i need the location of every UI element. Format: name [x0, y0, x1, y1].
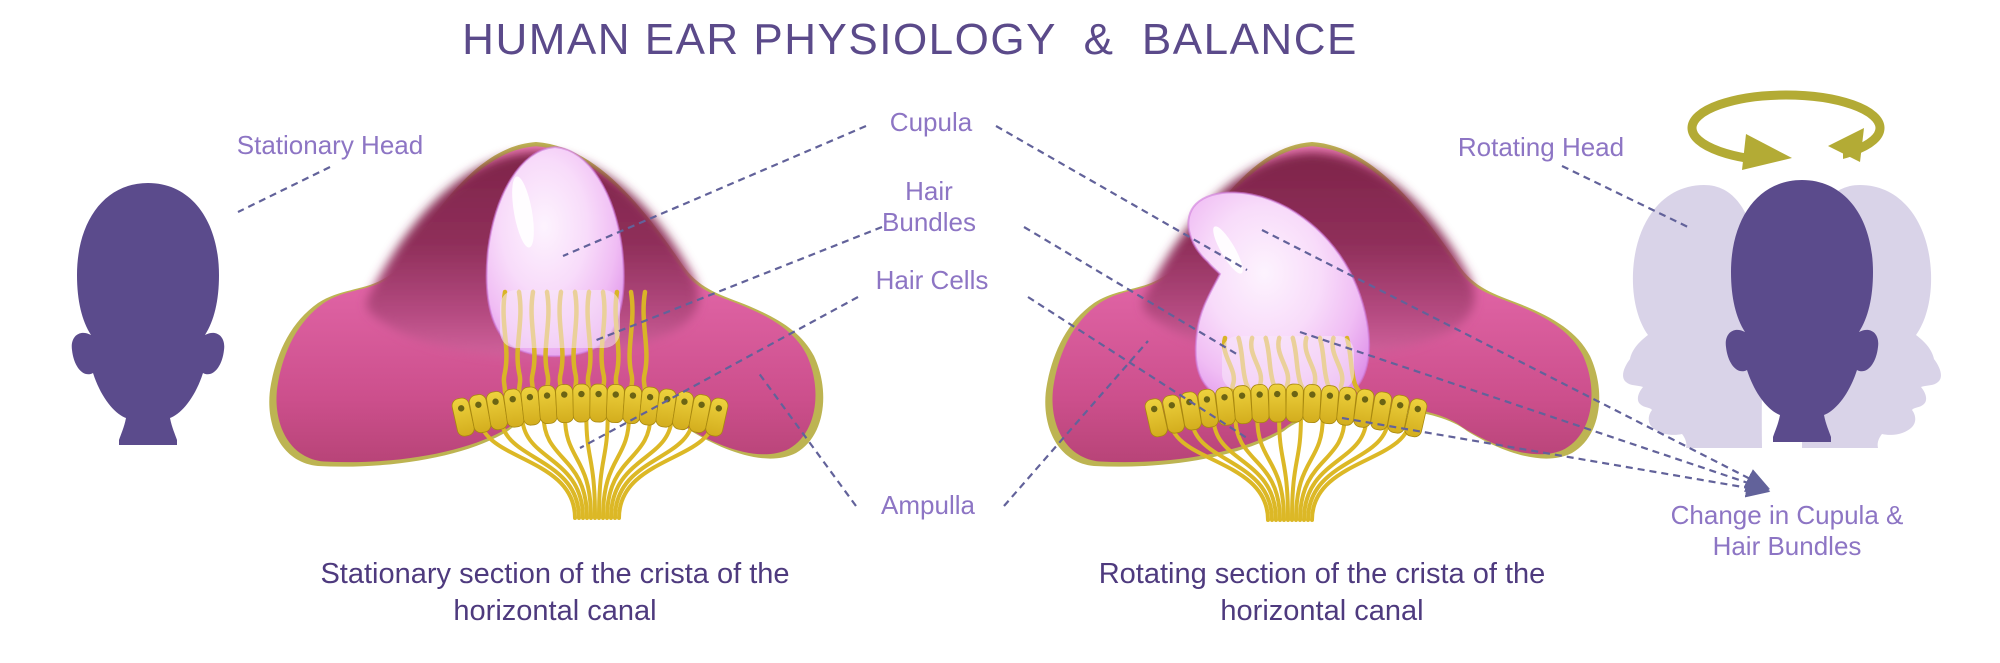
hair-cells-label: Hair Cells — [875, 265, 989, 295]
stationary-section-caption: Stationary section of the crista of the … — [320, 558, 790, 628]
stationary-head-silhouette — [71, 183, 225, 445]
stationary-head-label: Stationary Head — [236, 130, 424, 160]
ampulla-label: Ampulla — [881, 490, 975, 520]
leader-lines — [237, 124, 1771, 507]
rotating-head-label: Rotating Head — [1457, 132, 1625, 162]
hair-cells-shape — [451, 383, 729, 437]
rotation-arrow-icon — [1687, 90, 1885, 176]
rotating-section-caption: Rotating section of the crista of the ho… — [1098, 558, 1546, 628]
rotating-head-silhouette — [1623, 180, 1941, 448]
change-in-cupula-label: Change in Cupula & Hair Bundles — [1670, 500, 1904, 561]
page-title: HUMAN EAR PHYSIOLOGY & BALANCE — [462, 15, 1358, 64]
hair-cells-shape — [1144, 383, 1428, 438]
rotating-ampulla-diagram — [1045, 142, 1599, 522]
nerve-fibers-shape — [1168, 416, 1412, 522]
hair-bundles-label: Hair Bundles — [882, 176, 976, 237]
stationary-ampulla-diagram — [269, 142, 823, 520]
cupula-label: Cupula — [889, 107, 973, 137]
nerve-fibers-shape — [477, 414, 717, 520]
